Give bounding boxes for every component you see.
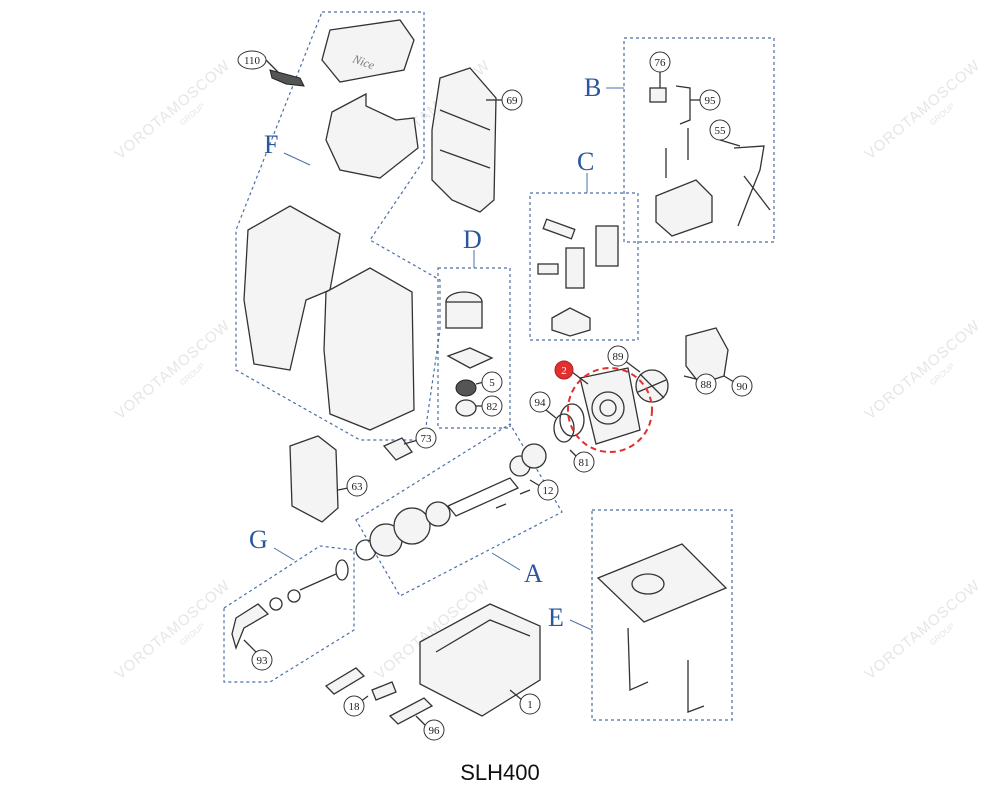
top-cover: Nice <box>321 19 419 179</box>
callout-95: 95 <box>705 95 717 107</box>
group-g-box <box>223 545 355 683</box>
release-lever-part <box>269 69 305 87</box>
group-label-e: E <box>548 603 564 632</box>
small-parts <box>324 667 434 725</box>
callouts: 110 69 76 95 55 5 82 2 89 88 <box>237 50 753 741</box>
group-boxes <box>223 11 775 721</box>
highlight-ring <box>567 367 653 453</box>
group-label-g: G <box>249 525 268 554</box>
callout-93: 93 <box>257 655 269 667</box>
callout-69: 69 <box>507 95 519 107</box>
callout-96: 96 <box>429 725 441 737</box>
callout-63: 63 <box>352 481 364 493</box>
callout-55: 55 <box>715 125 727 137</box>
group-a-parts <box>355 443 547 561</box>
callout-5: 5 <box>489 377 495 389</box>
group-c-parts <box>537 218 619 337</box>
callout-81: 81 <box>579 457 590 469</box>
watermark-text: VOROTAMOSCOW <box>862 577 984 683</box>
group-label-b: B <box>584 73 601 102</box>
group-b-parts <box>649 85 771 237</box>
callout-110: 110 <box>244 55 261 67</box>
group-f-box <box>235 11 441 441</box>
group-c-box <box>529 192 639 341</box>
watermark-text: VOROTAMOSCOW <box>862 317 984 423</box>
watermarks: VOROTAMOSCOW GROUP VOROTAMOSCOW GROUP VO… <box>112 57 984 683</box>
callout-73: 73 <box>421 433 433 445</box>
watermark-text: VOROTAMOSCOW <box>112 57 234 163</box>
callout-18: 18 <box>349 701 361 713</box>
group-b-box <box>623 37 775 243</box>
group-label-f: F <box>264 130 278 159</box>
group-e-box <box>591 509 733 721</box>
group-label-a: A <box>524 559 543 588</box>
callout-12: 12 <box>543 485 554 497</box>
chassis-frame <box>431 67 497 213</box>
base-housing <box>419 603 541 717</box>
callout-2: 2 <box>561 365 567 377</box>
watermark-text: VOROTAMOSCOW <box>112 577 234 683</box>
callout-94: 94 <box>535 397 547 409</box>
callout-1: 1 <box>527 699 533 711</box>
callout-82: 82 <box>487 401 498 413</box>
control-unit <box>289 435 413 523</box>
callout-76: 76 <box>655 57 667 69</box>
side-covers <box>243 205 415 431</box>
watermark-text: VOROTAMOSCOW <box>862 57 984 163</box>
flange-assembly <box>553 327 729 445</box>
model-label: SLH400 <box>460 760 540 785</box>
group-a-box <box>355 423 563 597</box>
group-g-parts <box>231 559 349 651</box>
group-d-parts <box>445 291 494 417</box>
callout-88: 88 <box>701 379 713 391</box>
callout-89: 89 <box>613 351 625 363</box>
callout-2-circle <box>554 360 574 380</box>
group-label-c: C <box>577 147 594 176</box>
callout-90: 90 <box>737 381 749 393</box>
watermark-text: VOROTAMOSCOW <box>112 317 234 423</box>
group-label-d: D <box>463 225 482 254</box>
group-e-parts <box>596 543 728 713</box>
group-labels: F B C D A G E <box>249 73 624 632</box>
